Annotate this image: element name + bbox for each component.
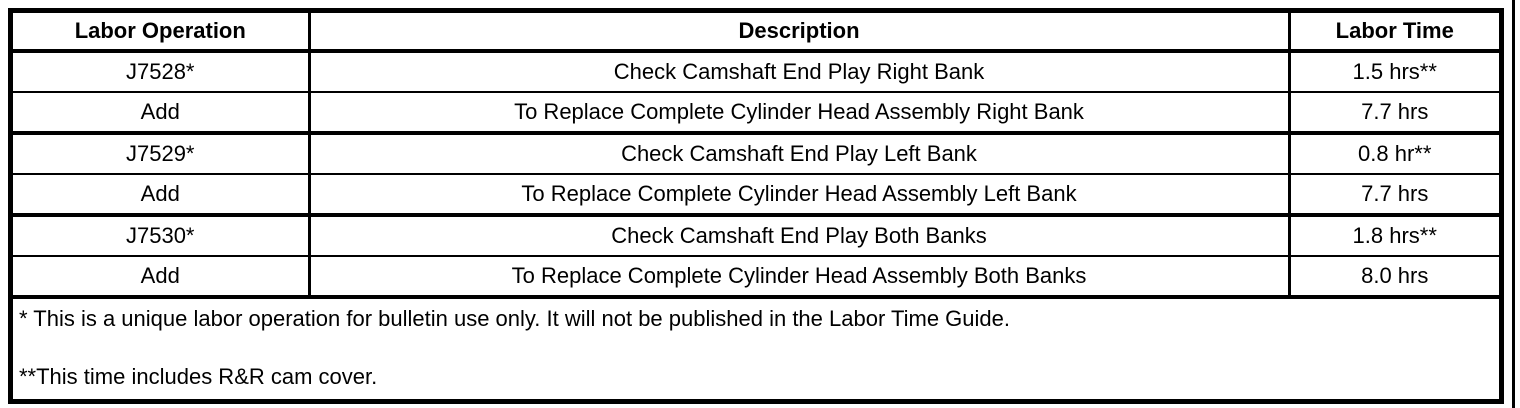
cell-operation: Add bbox=[13, 92, 311, 135]
table-row: J7529* Check Camshaft End Play Left Bank… bbox=[13, 133, 1499, 175]
cell-operation: J7529* bbox=[13, 133, 311, 175]
cell-operation: Add bbox=[13, 174, 311, 217]
table-row: Add To Replace Complete Cylinder Head As… bbox=[13, 256, 1499, 299]
scan-edge-line bbox=[1512, 0, 1515, 408]
cell-labor-time: 1.8 hrs** bbox=[1289, 215, 1499, 257]
cell-description: To Replace Complete Cylinder Head Assemb… bbox=[309, 256, 1291, 299]
table-header-row: Labor Operation Description Labor Time bbox=[13, 13, 1499, 53]
table-row: Add To Replace Complete Cylinder Head As… bbox=[13, 92, 1499, 135]
cell-description: Check Camshaft End Play Right Bank bbox=[309, 51, 1291, 93]
cell-labor-time: 7.7 hrs bbox=[1289, 174, 1499, 217]
footnote-cam-cover: **This time includes R&R cam cover. bbox=[19, 364, 378, 390]
cell-description: Check Camshaft End Play Left Bank bbox=[309, 133, 1291, 175]
cell-description: To Replace Complete Cylinder Head Assemb… bbox=[309, 174, 1291, 217]
cell-operation: Add bbox=[13, 256, 311, 299]
cell-labor-time: 0.8 hr** bbox=[1289, 133, 1499, 175]
cell-operation: J7530* bbox=[13, 215, 311, 257]
footnote-unique-operation: * This is a unique labor operation for b… bbox=[19, 306, 1010, 331]
labor-time-table-frame: Labor Operation Description Labor Time J… bbox=[8, 8, 1504, 404]
labor-time-table: Labor Operation Description Labor Time J… bbox=[13, 13, 1499, 399]
table-row: J7528* Check Camshaft End Play Right Ban… bbox=[13, 51, 1499, 93]
cell-labor-time: 7.7 hrs bbox=[1289, 92, 1499, 135]
footnotes-cell: * This is a unique labor operation for b… bbox=[13, 297, 1499, 399]
cell-labor-time: 8.0 hrs bbox=[1289, 256, 1499, 299]
header-description: Description bbox=[309, 13, 1291, 53]
cell-labor-time: 1.5 hrs** bbox=[1289, 51, 1499, 93]
table-notes-row: * This is a unique labor operation for b… bbox=[13, 297, 1499, 399]
cell-operation: J7528* bbox=[13, 51, 311, 93]
table-row: J7530* Check Camshaft End Play Both Bank… bbox=[13, 215, 1499, 257]
header-labor-operation: Labor Operation bbox=[13, 13, 311, 53]
table-row: Add To Replace Complete Cylinder Head As… bbox=[13, 174, 1499, 217]
cell-description: To Replace Complete Cylinder Head Assemb… bbox=[309, 92, 1291, 135]
header-labor-time: Labor Time bbox=[1289, 13, 1499, 53]
cell-description: Check Camshaft End Play Both Banks bbox=[309, 215, 1291, 257]
